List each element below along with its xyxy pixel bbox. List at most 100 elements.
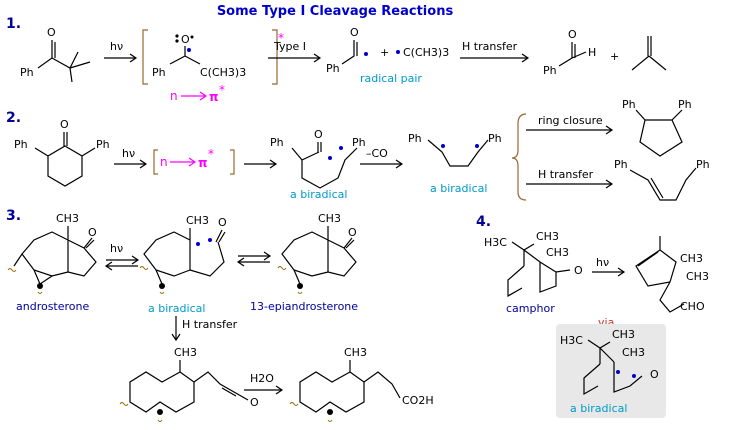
tert-butyl-phenyl-ketone: Ph O (20, 26, 91, 83)
methyl-label: CH3 (344, 346, 367, 359)
oxygen-label: O (47, 26, 56, 39)
plus-sign: + (380, 46, 389, 59)
phenyl-label: Ph (326, 62, 340, 75)
radical-pair: Ph O + C(CH3)3 radical pair (326, 26, 449, 85)
methyl-label: CH3 (318, 212, 341, 225)
camphor-biradical: H3C CH3 CH3 O a biradical (560, 328, 659, 415)
epiandrosterone: CH3 O 13-epiandrosterone (250, 212, 358, 313)
isobutylene (631, 36, 667, 71)
methyl-label: CH3 (536, 230, 559, 243)
unsaturated-aldehyde: CH3 CH3 CHO (635, 236, 709, 313)
oxygen-label: O (650, 368, 659, 381)
n-label: n (170, 89, 178, 103)
aldehyde-label: CHO (680, 300, 705, 313)
oxygen-label: O (218, 216, 227, 229)
diphenylcyclopentane: Ph Ph (622, 98, 692, 157)
alkyl-biradical: Ph Ph a biradical (408, 132, 502, 195)
pi-star: * (219, 83, 225, 97)
androsterone: CH3 O androsterone (7, 212, 97, 313)
phenyl-label: Ph (678, 98, 692, 111)
hv-arrow (104, 53, 138, 63)
methyl-label: CH3 (686, 270, 709, 283)
water-label: H2O (250, 372, 274, 385)
methyl-label: CH3 (546, 246, 569, 259)
hv-label: hν (122, 147, 135, 160)
oxygen-label: O (574, 264, 583, 277)
section-3: 3. CH3 O androsterone hν CH3 O a biradic… (6, 208, 434, 422)
camphor-caption: camphor (506, 302, 555, 315)
minus-co-label: –CO (366, 147, 388, 160)
biradical-caption: a biradical (570, 402, 627, 415)
methyl-label: CH3 (612, 328, 635, 341)
hydration-arrow (244, 385, 284, 395)
decarbonylation-arrow (360, 159, 404, 169)
ketene-product: CH3 O (119, 346, 259, 422)
h-transfer-label: H transfer (462, 40, 518, 53)
h-transfer-arrow (460, 53, 530, 63)
pi-star: * (208, 147, 214, 161)
ketone-bonds (37, 40, 91, 83)
hv-label: hν (110, 40, 123, 53)
methyl-label: CH3 (622, 346, 645, 359)
phenyl-label: Ph (408, 132, 422, 145)
hv-arrow (106, 255, 140, 265)
phenyl-label: Ph (14, 138, 28, 151)
pi-label: π (198, 156, 208, 170)
phenyl-label: Ph (622, 98, 636, 111)
methyl-label: CH3 (56, 212, 79, 225)
excited-ketone: O Ph C(CH3)3 (152, 33, 246, 79)
oxygen-label: O (60, 118, 69, 131)
plus-sign: + (610, 50, 619, 63)
radical-pair-caption: radical pair (360, 72, 422, 85)
oxygen-label: O (348, 226, 357, 239)
epiandrosterone-caption: 13-epiandrosterone (250, 300, 358, 313)
tbu-label: C(CH3)3 (200, 66, 246, 79)
section-2: 2. O Ph Ph hν n π * O Ph Ph a biradi (6, 98, 710, 201)
hydrogen-label: H (588, 46, 596, 59)
section-4: 4. H3C CH3 CH3 O camphor hν CH3 CH3 CHO … (476, 214, 709, 418)
hv-arrow (592, 267, 626, 277)
phenyl-label: Ph (488, 132, 502, 145)
methyl-label: H3C (560, 334, 583, 347)
hv-label: hν (110, 242, 123, 255)
oxygen-label: O (568, 28, 577, 41)
type1-arrow (268, 53, 322, 63)
section-1: 1. Ph O hν * O Ph C(CH3)3 n π * Type I (6, 16, 667, 104)
methyl-label: CH3 (186, 214, 209, 227)
branch-brace (511, 113, 527, 201)
reaction-arrow (244, 159, 278, 169)
oxygen-label: O (314, 128, 323, 141)
reverse-arrow (236, 257, 270, 267)
h-transfer-arrow (171, 316, 181, 342)
phenyl-label: Ph (20, 66, 34, 79)
oxygen-label: O (181, 33, 190, 46)
hv-label: hν (596, 256, 609, 269)
phenyl-label: Ph (614, 158, 628, 171)
phenyl-label: Ph (543, 64, 557, 77)
methyl-label: H3C (484, 236, 507, 249)
h-transfer-label: H transfer (538, 168, 594, 181)
oxygen-label: O (350, 26, 359, 39)
excited-state-bracket (153, 149, 235, 175)
phenyl-label: Ph (696, 158, 710, 171)
acyl-biradical: O Ph Ph a biradical (270, 128, 366, 201)
biradical-caption: a biradical (290, 188, 347, 201)
n-pi-arrow (170, 157, 197, 167)
carboxylic-acid-label: CO2H (402, 394, 434, 407)
section-number: 4. (476, 214, 491, 230)
h-transfer-label: H transfer (182, 318, 238, 331)
hv-arrow (114, 159, 148, 169)
methyl-label: CH3 (680, 252, 703, 265)
benzaldehyde: Ph O H (543, 28, 596, 77)
diphenylpentene: Ph Ph (614, 158, 710, 201)
camphor: H3C CH3 CH3 O camphor (484, 230, 583, 315)
page-title: Some Type I Cleavage Reactions (217, 4, 454, 19)
ring-closure-label: ring closure (538, 114, 603, 127)
biradical-caption: a biradical (148, 302, 205, 315)
tbu-label: C(CH3)3 (403, 46, 449, 59)
n-label: n (160, 155, 168, 169)
diphenylcyclohexanone: O Ph Ph (14, 118, 110, 187)
h-transfer-arrow (526, 179, 614, 189)
pi-label: π (209, 90, 219, 104)
